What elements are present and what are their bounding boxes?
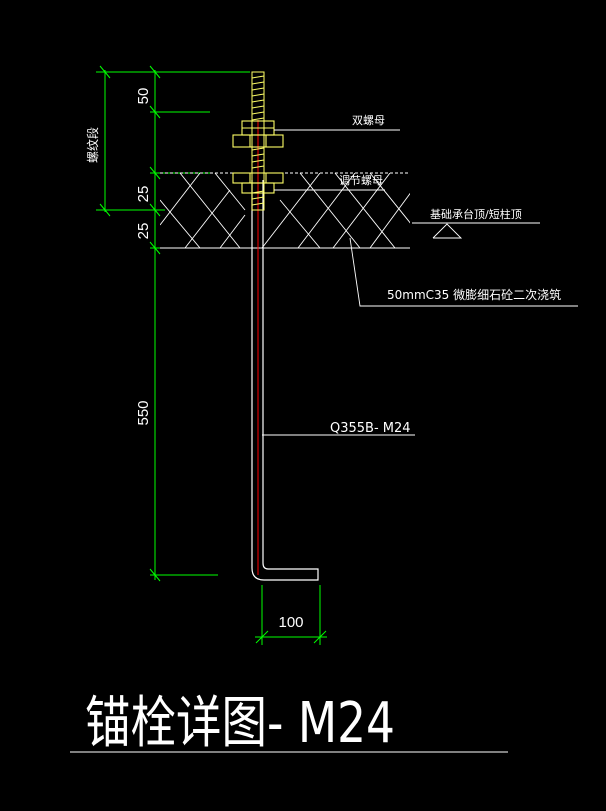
double-nut bbox=[232, 120, 284, 148]
grout-label: 50mmC35 微膨细石砼二次浇筑 bbox=[387, 287, 561, 302]
bolt-spec-label: Q355B- M24 bbox=[330, 421, 411, 436]
dim-25-top: 25 bbox=[135, 186, 152, 203]
dimension-lines bbox=[96, 65, 327, 645]
adjusting-nut bbox=[232, 172, 284, 194]
dim-550: 550 bbox=[135, 400, 152, 425]
leader-lines bbox=[70, 129, 578, 753]
dim-100: 100 bbox=[278, 614, 303, 631]
double-nut-label: 双螺母 bbox=[352, 114, 385, 127]
adjust-nut-label: 调节螺母 bbox=[339, 174, 383, 187]
dim-50: 50 bbox=[135, 88, 152, 105]
thread-segment-label: 螺纹段 bbox=[85, 127, 100, 163]
grout-hatch-zone bbox=[160, 172, 410, 249]
anchor-bolt bbox=[251, 120, 319, 581]
drawing-title: 锚栓详图- M24 bbox=[85, 691, 395, 756]
thread-segment bbox=[251, 71, 265, 211]
foundation-top-label: 基础承台顶/短柱顶 bbox=[430, 207, 522, 221]
dim-25-bottom: 25 bbox=[135, 223, 152, 240]
